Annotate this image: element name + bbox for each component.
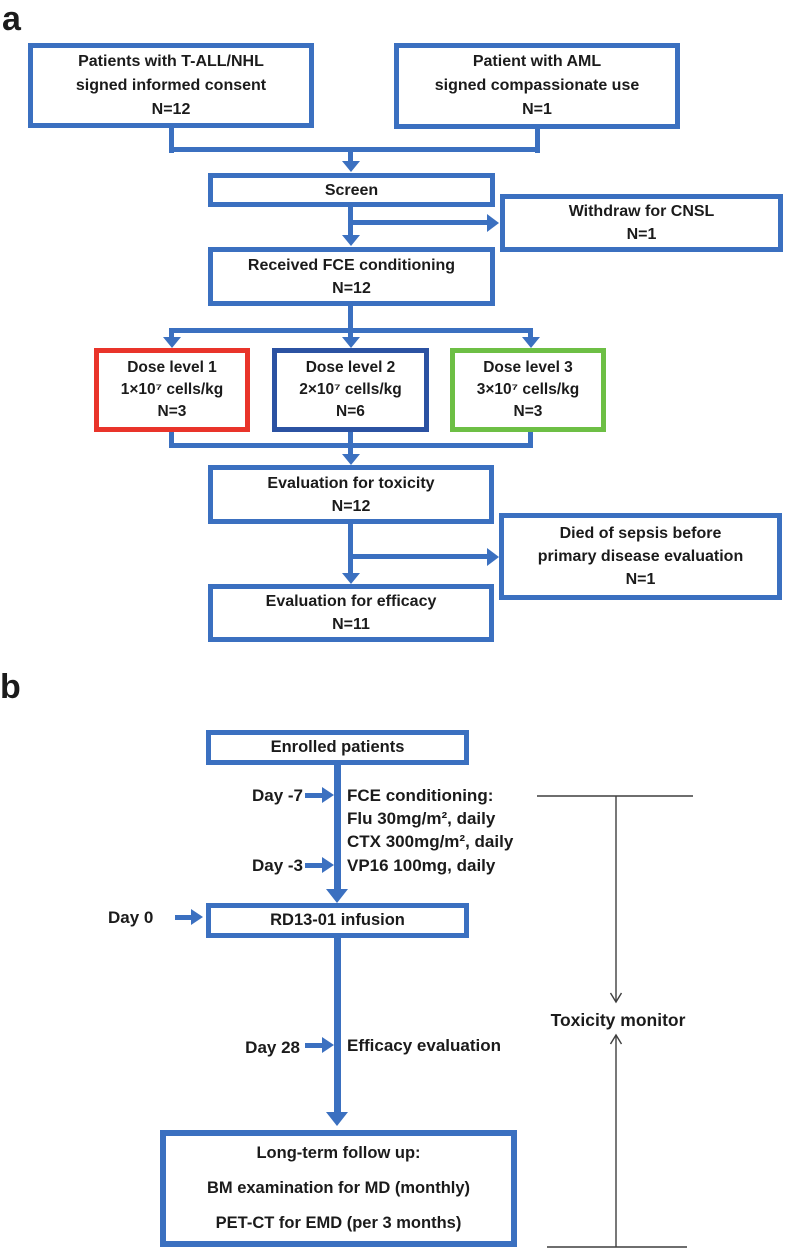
connector-line (169, 443, 533, 448)
arrow-right-icon (322, 787, 334, 803)
arrow-down-icon (342, 337, 360, 348)
arrow-down-icon (342, 454, 360, 465)
connector-line (305, 863, 322, 868)
box-evaluation-toxicity: Evaluation for toxicity N=12 (208, 465, 494, 524)
box-received-fce-text: Received FCE conditioning N=12 (247, 256, 456, 297)
box-longterm-followup-text: Long-term follow up: BM examination for … (206, 1144, 471, 1232)
connector-line (351, 554, 487, 559)
arrow-down-icon (342, 161, 360, 172)
panel-b-label: b (0, 668, 21, 706)
box-died-sepsis-text: Died of sepsis before primary disease ev… (537, 525, 744, 588)
connector-line (175, 915, 191, 920)
box-tall-nhl-consent-text: Patients with T-ALL/NHL signed informed … (75, 52, 267, 118)
connector-line (169, 147, 540, 152)
connector-line (528, 333, 533, 339)
connector-line (169, 328, 533, 333)
toxicity-monitor-label: Toxicity monitor (550, 1010, 686, 1030)
connector-line (528, 432, 533, 448)
connector-line (348, 152, 353, 162)
arrow-down-icon (522, 337, 540, 348)
box-dose-level-3: Dose level 3 3×10⁷ cells/kg N=3 (450, 348, 606, 432)
connector-line (334, 765, 341, 889)
day-minus7-label: Day -7 (251, 786, 303, 805)
connector-line (348, 207, 353, 235)
box-aml-compassionate: Patient with AML signed compassionate us… (394, 43, 680, 129)
day-0-label: Day 0 (108, 908, 154, 927)
box-tall-nhl-consent: Patients with T-ALL/NHL signed informed … (28, 43, 314, 128)
box-evaluation-efficacy: Evaluation for efficacy N=11 (208, 584, 494, 642)
box-dose-level-3-text: Dose level 3 3×10⁷ cells/kg N=3 (476, 359, 580, 420)
arrow-right-icon (191, 909, 203, 925)
arrow-right-icon (322, 857, 334, 873)
connector-line (351, 220, 487, 225)
arrow-down-icon (342, 573, 360, 584)
box-rd13-infusion: RD13-01 infusion (206, 903, 469, 938)
panel-a-label: a (2, 0, 21, 38)
connector-line (305, 793, 322, 798)
connector-line (348, 448, 353, 455)
box-withdraw-cnsl: Withdraw for CNSL N=1 (500, 194, 783, 252)
connector-line (169, 333, 174, 339)
arrow-down-icon (326, 1112, 348, 1126)
box-dose-level-1-text: Dose level 1 1×10⁷ cells/kg N=3 (120, 359, 224, 420)
box-longterm-followup: Long-term follow up: BM examination for … (160, 1130, 517, 1247)
arrow-down-icon (163, 337, 181, 348)
connector-line (535, 128, 540, 153)
box-withdraw-cnsl-text: Withdraw for CNSL N=1 (568, 203, 715, 243)
box-screen-text: Screen (324, 181, 379, 199)
arrow-down-icon (326, 889, 348, 903)
fce-conditioning-text: FCE conditioning: Flu 30mg/m², daily CTX… (347, 786, 514, 875)
day-minus3-label: Day -3 (251, 856, 303, 875)
efficacy-evaluation-label: Efficacy evaluation (347, 1036, 502, 1055)
box-screen: Screen (208, 173, 495, 207)
box-dose-level-1: Dose level 1 1×10⁷ cells/kg N=3 (94, 348, 250, 432)
box-died-sepsis: Died of sepsis before primary disease ev… (499, 513, 782, 600)
connector-line (348, 432, 353, 448)
box-enrolled-patients-text: Enrolled patients (270, 738, 405, 756)
connector-line (334, 938, 341, 1112)
connector-line (169, 127, 174, 153)
box-received-fce: Received FCE conditioning N=12 (208, 247, 495, 306)
arrow-right-icon (487, 214, 499, 232)
arrow-right-icon (322, 1037, 334, 1053)
box-evaluation-toxicity-text: Evaluation for toxicity N=12 (267, 474, 435, 515)
connector-line (348, 524, 353, 573)
connector-line (305, 1043, 322, 1048)
arrow-down-icon (342, 235, 360, 246)
box-evaluation-efficacy-text: Evaluation for efficacy N=11 (265, 593, 437, 633)
day-28-label: Day 28 (245, 1038, 300, 1057)
box-dose-level-2-text: Dose level 2 2×10⁷ cells/kg N=6 (299, 359, 402, 420)
box-enrolled-patients: Enrolled patients (206, 730, 469, 765)
arrow-right-icon (487, 548, 499, 566)
box-rd13-infusion-text: RD13-01 infusion (270, 911, 405, 929)
connector-line (348, 333, 353, 339)
box-aml-compassionate-text: Patient with AML signed compassionate us… (434, 53, 640, 118)
connector-line (169, 432, 174, 448)
connector-line (348, 306, 353, 333)
box-dose-level-2: Dose level 2 2×10⁷ cells/kg N=6 (272, 348, 429, 432)
